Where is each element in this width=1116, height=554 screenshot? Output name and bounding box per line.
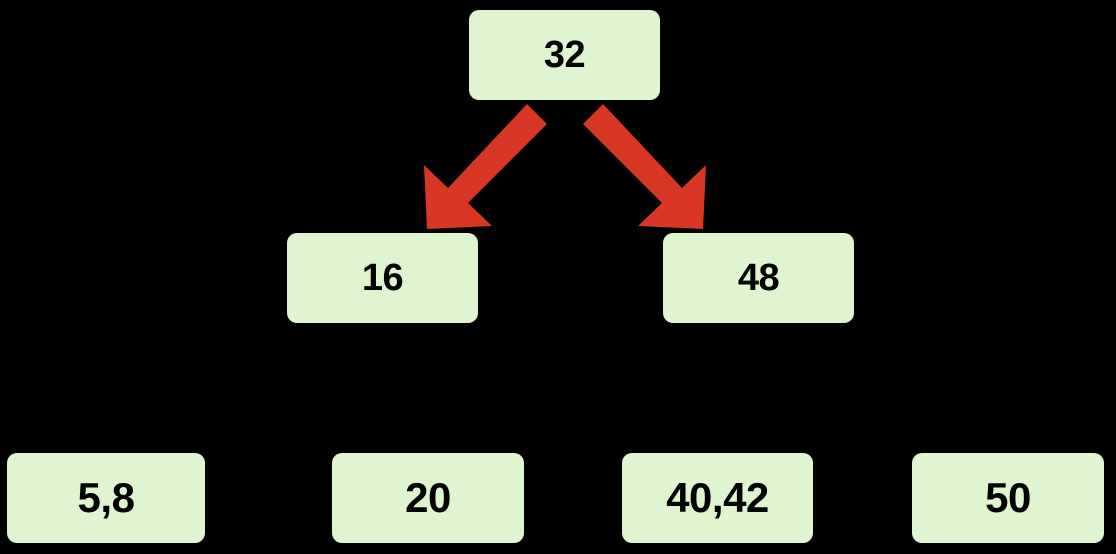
tree-node-leaf-4[interactable]: 50	[912, 453, 1104, 543]
tree-node-label: 50	[985, 474, 1031, 521]
tree-node-leaf-3[interactable]: 40,42	[622, 453, 813, 543]
arrow-root-to-16-icon	[424, 104, 547, 229]
tree-node-internal-right[interactable]: 48	[663, 233, 854, 323]
tree-node-label: 20	[405, 474, 451, 521]
arrow-root-to-48-icon	[583, 104, 706, 229]
tree-node-label: 48	[737, 257, 780, 299]
tree-node-internal-left[interactable]: 16	[287, 233, 478, 323]
tree-node-label: 16	[361, 257, 404, 299]
tree-node-leaf-1[interactable]: 5,8	[7, 453, 205, 543]
tree-node-leaf-2[interactable]: 20	[332, 453, 524, 543]
tree-node-label: 32	[543, 34, 586, 76]
tree-node-label: 40,42	[666, 474, 769, 521]
tree-node-root[interactable]: 32	[469, 10, 660, 100]
tree-node-label: 5,8	[77, 474, 135, 521]
